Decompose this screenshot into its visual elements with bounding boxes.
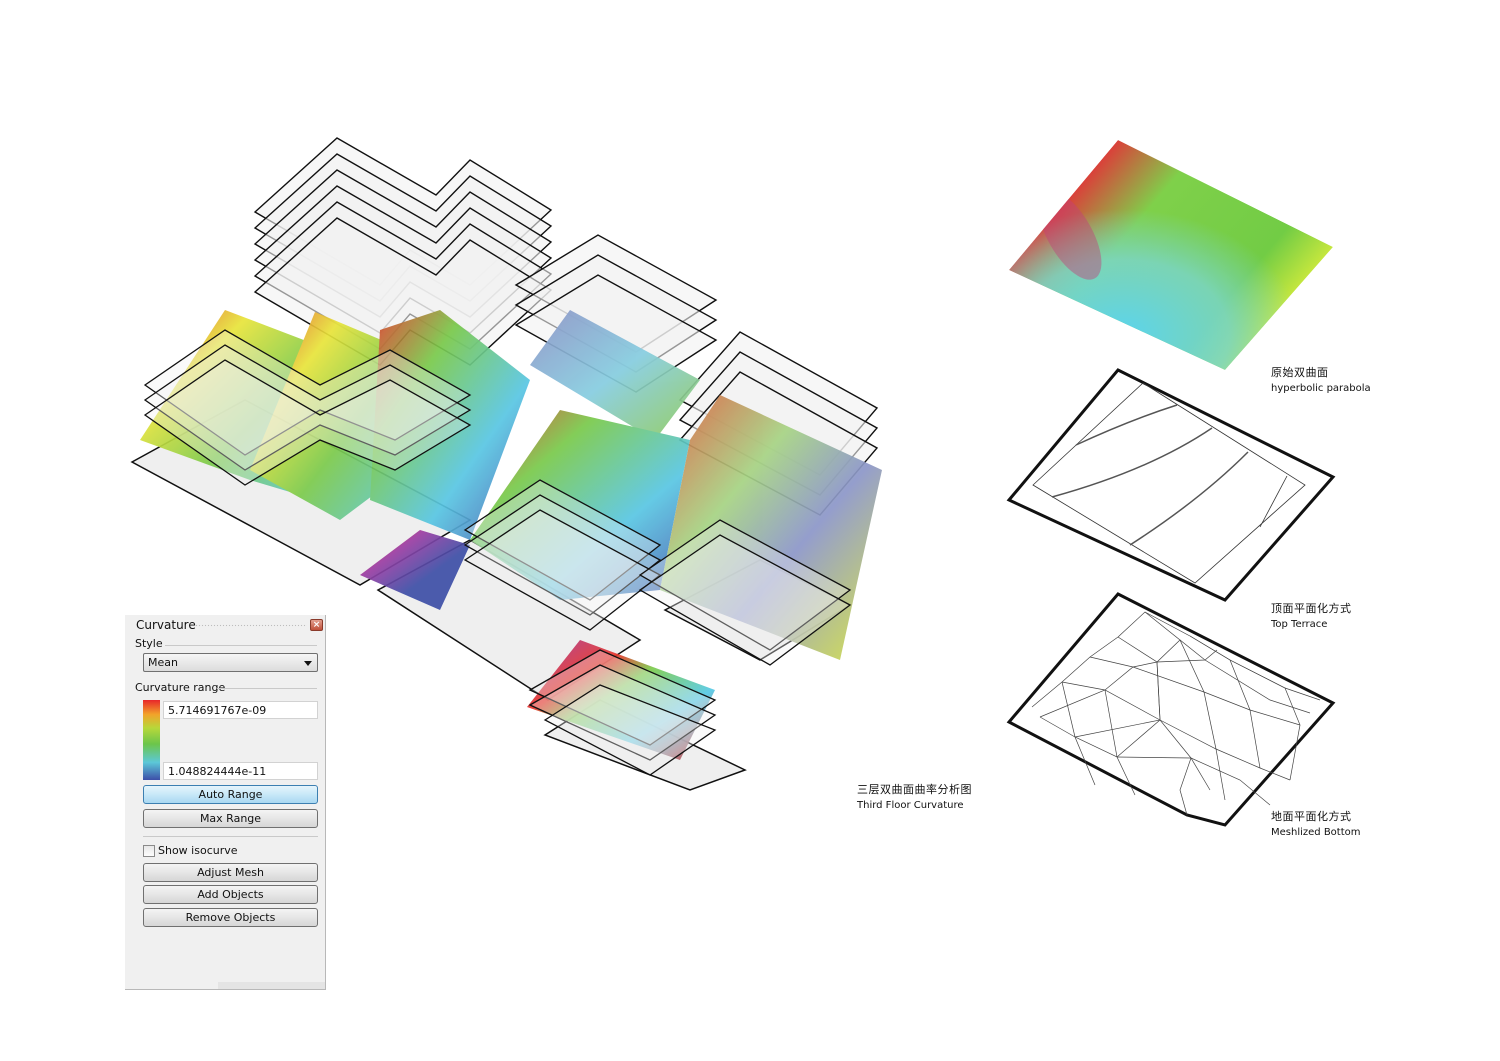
hyperbolic-parabola-surface xyxy=(1009,140,1333,370)
top-terrace-diagram xyxy=(1006,368,1336,602)
curvature-range-label: Curvature range xyxy=(135,681,226,694)
adjust-mesh-button[interactable]: Adjust Mesh xyxy=(143,863,318,882)
side-caption-hyperbolic: 原始双曲面 hyperbolic parabola xyxy=(1271,366,1371,396)
add-objects-button[interactable]: Add Objects xyxy=(143,885,318,904)
show-isocurve-label: Show isocurve xyxy=(158,844,238,857)
caption-zh: 地面平面化方式 xyxy=(1271,810,1352,823)
style-dropdown[interactable]: Mean xyxy=(143,653,318,672)
side-caption-meshlized-bottom: 地面平面化方式 Meshlized Bottom xyxy=(1271,810,1361,840)
auto-range-button[interactable]: Auto Range xyxy=(143,785,318,804)
caption-en: Meshlized Bottom xyxy=(1271,827,1361,838)
main-diagram-caption: 三层双曲面曲率分析图 Third Floor Curvature xyxy=(857,783,972,813)
remove-objects-button[interactable]: Remove Objects xyxy=(143,908,318,927)
curvature-panel: Curvature × Style Mean Curvature range 5… xyxy=(125,615,326,990)
max-range-button[interactable]: Max Range xyxy=(143,809,318,828)
style-label: Style xyxy=(135,637,163,650)
caption-zh: 原始双曲面 xyxy=(1271,366,1329,379)
panel-resize-strip[interactable] xyxy=(218,982,325,989)
color-ramp-legend xyxy=(143,700,160,780)
caption-zh: 三层双曲面曲率分析图 xyxy=(857,783,972,796)
caption-zh: 顶面平面化方式 xyxy=(1271,602,1352,615)
caption-en: hyperbolic parabola xyxy=(1271,383,1371,394)
side-caption-top-terrace: 顶面平面化方式 Top Terrace xyxy=(1271,602,1352,632)
max-curvature-input[interactable]: 5.714691767e-09 xyxy=(163,701,318,719)
caption-en: Top Terrace xyxy=(1271,619,1328,630)
meshlized-bottom-diagram xyxy=(1006,592,1336,827)
chevron-down-icon xyxy=(304,661,312,666)
panel-titlebar[interactable]: Curvature × xyxy=(125,615,326,635)
close-icon[interactable]: × xyxy=(310,619,323,631)
divider xyxy=(217,688,317,689)
divider xyxy=(165,645,317,646)
drag-grip-icon[interactable] xyxy=(195,624,307,627)
divider xyxy=(143,836,318,837)
min-curvature-input[interactable]: 1.048824444e-11 xyxy=(163,762,318,780)
show-isocurve-checkbox[interactable] xyxy=(143,845,155,857)
caption-en: Third Floor Curvature xyxy=(857,800,964,811)
panel-title: Curvature xyxy=(136,618,196,632)
style-dropdown-value: Mean xyxy=(148,656,178,669)
